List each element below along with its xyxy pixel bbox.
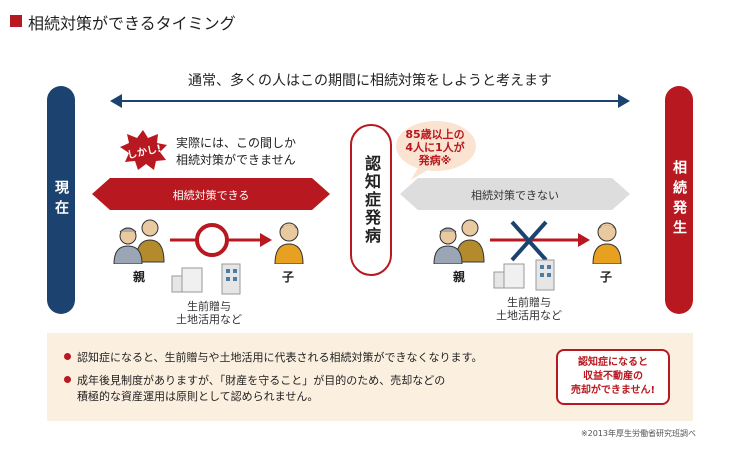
right-gift-line-1: 生前贈与	[507, 296, 551, 309]
left-gift-text: 生前贈与 土地活用など	[174, 300, 244, 326]
right-child-icon	[592, 222, 622, 264]
top-double-arrow	[110, 94, 630, 108]
left-buildings-icon	[171, 263, 241, 295]
bullet-dot	[64, 353, 71, 360]
badge-burst-icon	[120, 130, 167, 170]
left-bar	[92, 178, 330, 210]
bubble-line-3: 発病※	[418, 154, 452, 167]
callout-box: 認知症になると 収益不動産の 売却ができません!	[556, 349, 670, 405]
left-ok-arrow	[170, 223, 272, 257]
dementia-pill: 認知症発病	[350, 124, 392, 276]
right-child-label: 子	[600, 270, 613, 284]
right-gift-line-2: 土地活用など	[496, 309, 562, 322]
bullet-1-text: 認知症になると、生前贈与や土地活用に代表される相続対策ができなくなります。	[77, 351, 483, 364]
callout-line-3: 売却ができません!	[570, 385, 656, 396]
bullet-2-line-1: 成年後見制度がありますが、「財産を守ること」が目的のため、売却などの	[77, 374, 446, 387]
speech-bubble-icon	[396, 121, 476, 180]
title-marker	[10, 15, 22, 27]
bubble-line-1: 85歳以上の	[405, 128, 465, 141]
bullet-dot	[64, 376, 71, 383]
parents-icon-right	[433, 219, 485, 264]
right-ng-arrow	[490, 220, 590, 262]
inheritance-pill: 相続発生	[665, 86, 693, 314]
left-note-line-1: 実際には、この間しか	[176, 136, 297, 150]
bullet-2-cont: 積極的な資産運用は原則として認められません。	[77, 389, 318, 405]
left-gift-line-1: 生前贈与	[187, 300, 231, 313]
parents-icon	[113, 219, 165, 264]
right-bar-label: 相続対策できない	[471, 189, 559, 202]
bubble-line-2: 4人に1人が	[405, 141, 465, 154]
left-child-icon	[274, 222, 304, 264]
bullet-2: 成年後見制度がありますが、「財産を守ること」が目的のため、売却などの	[64, 373, 445, 389]
right-gift-text: 生前贈与 土地活用など	[494, 296, 564, 322]
callout-line-2: 収益不動産の	[583, 371, 643, 382]
right-bar	[400, 178, 630, 210]
now-pill: 現在	[47, 86, 75, 314]
page-title: 相続対策ができるタイミング	[28, 14, 236, 33]
left-gift-line-2: 土地活用など	[176, 313, 242, 326]
right-parent-label: 親	[453, 270, 466, 284]
bubble-text: 85歳以上の 4人に1人が 発病※	[398, 128, 472, 167]
source-note: ※2013年厚生労働省研究班調べ	[580, 429, 696, 438]
bullet-2-line-2: 積極的な資産運用は原則として認められません。	[77, 390, 319, 403]
right-buildings-icon	[493, 259, 555, 291]
callout-line-1: 認知症になると	[578, 357, 648, 368]
left-child-label: 子	[282, 270, 295, 284]
left-note-line-2: 相続対策ができません	[176, 153, 296, 167]
top-span-text: 通常、多くの人はこの期間に相続対策をしようと考えます	[188, 73, 552, 89]
left-note: 実際には、この間しか 相続対策ができません	[176, 135, 296, 169]
bullet-1: 認知症になると、生前贈与や土地活用に代表される相続対策ができなくなります。	[64, 350, 482, 366]
left-parent-label: 親	[133, 270, 146, 284]
left-bar-label: 相続対策できる	[172, 189, 250, 202]
